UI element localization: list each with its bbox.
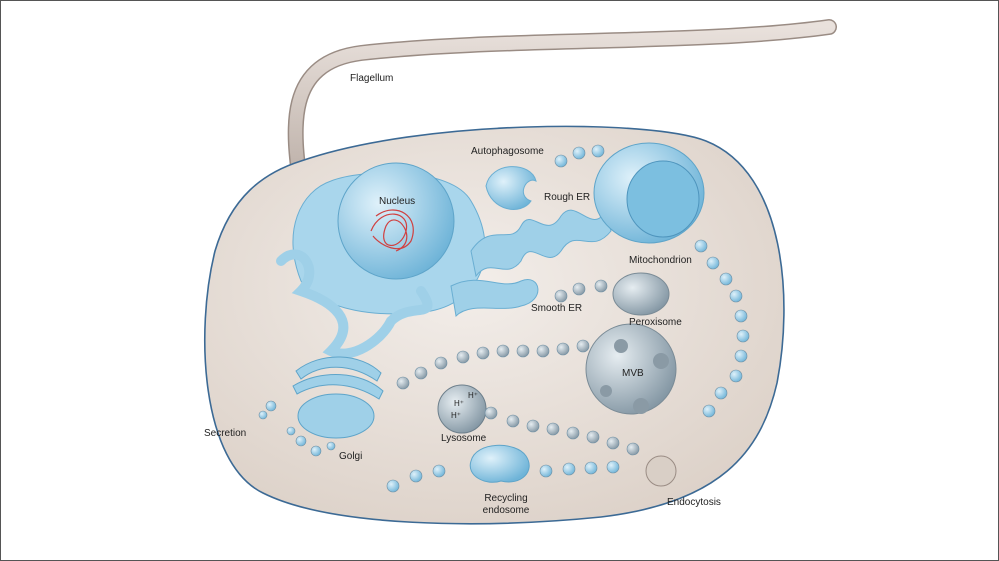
vesicle	[546, 422, 560, 436]
vesicle	[554, 289, 568, 303]
label-recycling-endosome: Recycling endosome	[482, 493, 530, 516]
vesicle	[719, 272, 733, 286]
vesicle	[562, 462, 576, 476]
vesicle	[554, 154, 568, 168]
label-smooth-er: Smooth ER	[531, 303, 583, 314]
vesicle	[310, 445, 322, 457]
vesicle	[536, 344, 550, 358]
recycling-endosome	[469, 444, 530, 483]
vesicle	[594, 279, 608, 293]
vesicle	[526, 419, 540, 433]
vesicle	[386, 479, 400, 493]
vesicle	[516, 344, 530, 358]
golgi	[292, 356, 384, 439]
label-peroxisome: Peroxisome	[629, 317, 682, 328]
vesicle	[572, 146, 586, 160]
vesicle	[586, 430, 600, 444]
vesicle-chains	[258, 144, 750, 493]
vesicle	[566, 426, 580, 440]
vesicle	[734, 349, 748, 363]
endocytosis-vesicle	[645, 455, 677, 487]
vesicle	[295, 435, 307, 447]
label-lysosome: Lysosome	[441, 433, 487, 444]
vesicle	[396, 376, 410, 390]
vesicle	[484, 406, 498, 420]
label-golgi: Golgi	[339, 451, 363, 462]
lysosome	[437, 384, 487, 434]
smooth-er	[450, 279, 539, 318]
label-mitochondrion: Mitochondrion	[629, 255, 692, 266]
label-h-ion: H⁺	[468, 391, 478, 400]
label-rough-er: Rough ER	[544, 192, 591, 203]
label-flagellum: Flagellum	[350, 73, 394, 84]
chromatin	[370, 209, 414, 252]
vesicle	[706, 256, 720, 270]
vesicle	[734, 309, 748, 323]
vesicle	[702, 404, 716, 418]
peroxisome	[612, 272, 670, 316]
vesicle	[506, 414, 520, 428]
vesicle	[265, 400, 277, 412]
vesicle	[556, 342, 570, 356]
vesicle	[584, 461, 598, 475]
vesicle	[456, 350, 470, 364]
vesicle	[729, 369, 743, 383]
vesicle	[414, 366, 428, 380]
autophagosome	[485, 166, 537, 210]
vesicle	[736, 329, 750, 343]
vesicle	[714, 386, 728, 400]
vesicle	[591, 144, 605, 158]
vesicle	[606, 436, 620, 450]
vesicle	[476, 346, 490, 360]
label-endocytosis: Endocytosis	[667, 497, 721, 508]
vesicle	[496, 344, 510, 358]
vesicle	[326, 441, 336, 451]
vesicle	[432, 464, 446, 478]
er-network	[276, 249, 433, 359]
label-nucleus: Nucleus	[379, 196, 416, 207]
vesicle	[606, 460, 620, 474]
vesicle	[729, 289, 743, 303]
vesicle	[409, 469, 423, 483]
label-secretion: Secretion	[204, 428, 247, 439]
vesicle	[576, 339, 590, 353]
vesicle	[258, 410, 268, 420]
vesicle	[572, 282, 586, 296]
vesicle	[539, 464, 553, 478]
vesicle	[434, 356, 448, 370]
label-h-ion: H⁺	[451, 411, 461, 420]
vesicle	[626, 442, 640, 456]
vesicle	[286, 426, 296, 436]
label-mvb: MVB	[622, 368, 644, 379]
label-autophagosome: Autophagosome	[471, 146, 544, 157]
vesicle	[694, 239, 708, 253]
nucleus	[292, 162, 486, 315]
label-h-ion: H⁺	[454, 399, 464, 408]
